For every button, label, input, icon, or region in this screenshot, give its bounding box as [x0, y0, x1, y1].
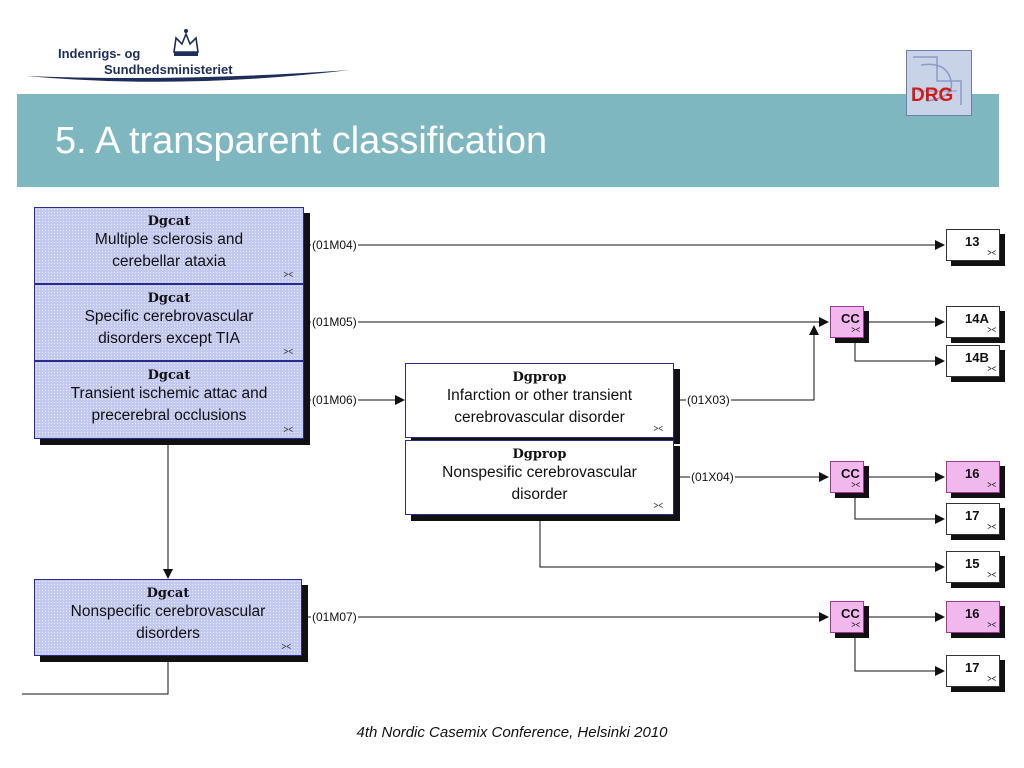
dgcat-text-line1: Transient ischemic attac and	[70, 385, 268, 402]
drg-logo: DRG	[906, 50, 972, 116]
ministry-logo: Indenrigs- og Sundhedsministeriet	[22, 24, 352, 88]
dgcat-header: Dgcat	[146, 586, 190, 601]
dgprop-text-line1: Nonspesific cerebrovascular	[442, 464, 637, 481]
edge-label-01m06: (01M06)	[311, 393, 358, 407]
edge-label-01x04: (01X04)	[690, 470, 735, 484]
node-link-icon: ⪥	[281, 640, 291, 652]
ministry-swoosh-icon	[26, 29, 350, 82]
outcome-label: 17	[965, 508, 980, 523]
dgprop-text-line2: disorder	[511, 486, 568, 503]
crown-icon	[173, 29, 199, 56]
dgcat-text-line1: Nonspecific cerebrovascular	[70, 603, 266, 620]
dgprop-text-line2: cerebrovascular disorder	[454, 409, 625, 426]
outcome-14b: 14B ⪥	[946, 345, 1000, 377]
outcome-15: 15 ⪥	[946, 551, 1000, 583]
title-bar: 5. A transparent classification	[17, 94, 999, 187]
node-link-icon: ⪥	[987, 521, 996, 532]
node-link-icon: ⪥	[283, 268, 293, 280]
dgprop-text-line1: Infarction or other transient	[446, 387, 633, 404]
node-link-icon: ⪥	[987, 479, 996, 490]
edge-label-01m07: (01M07)	[311, 610, 358, 624]
outcome-label: 16	[965, 466, 980, 481]
node-link-icon: ⪥	[987, 324, 996, 335]
outcome-label: 14B	[965, 350, 989, 365]
footer-caption: 4th Nordic Casemix Conference, Helsinki …	[356, 724, 668, 741]
node-link-icon: ⪥	[987, 569, 996, 580]
outcome-label: 16	[965, 606, 980, 621]
dgcat-text-line2: precerebral occlusions	[91, 407, 247, 424]
cc-node-2: CC ⪥	[830, 461, 864, 493]
dgcat-box-transient-ischemic: Dgcat Transient ischemic attac and prece…	[34, 361, 304, 439]
dgcat-header: Dgcat	[147, 214, 191, 229]
node-link-icon: ⪥	[851, 324, 860, 335]
dgcat-text-line1: Specific cerebrovascular	[84, 308, 254, 325]
cc-label: CC	[841, 311, 860, 326]
outcome-label: 17	[965, 660, 980, 675]
dgcat-box-multiple-sclerosis: Dgcat Multiple sclerosis and cerebellar …	[34, 207, 304, 284]
outcome-14a: 14A ⪥	[946, 306, 1000, 338]
node-link-icon: ⪥	[653, 499, 663, 511]
logo-text-line1: Indenrigs- og	[58, 46, 141, 61]
outcome-label: 14A	[965, 311, 989, 326]
dgcat-text-line1: Multiple sclerosis and	[94, 231, 244, 248]
outcome-label: 13	[965, 234, 980, 249]
slide-title: 5. A transparent classification	[55, 120, 548, 162]
dgcat-text-line2: cerebellar ataxia	[112, 253, 226, 270]
outcome-label: 15	[965, 556, 980, 571]
dgprop-header: Dgprop	[512, 370, 567, 385]
logo-text-line2: Sundhedsministeriet	[104, 62, 233, 77]
edge-label-01x03: (01X03)	[686, 393, 731, 407]
dgcat-header: Dgcat	[147, 291, 191, 306]
outcome-17-b: 17 ⪥	[946, 655, 1000, 687]
outcome-17-a: 17 ⪥	[946, 503, 1000, 535]
dgcat-header: Dgcat	[147, 368, 191, 383]
dgprop-header: Dgprop	[512, 447, 567, 462]
outcome-16-b: 16 ⪥	[946, 601, 1000, 633]
dgcat-box-nonspecific-cerebrovascular: Dgcat Nonspecific cerebrovascular disord…	[34, 579, 302, 656]
outcome-13: 13 ⪥	[946, 229, 1000, 261]
node-link-icon: ⪥	[987, 619, 996, 630]
cc-label: CC	[841, 606, 860, 621]
node-link-icon: ⪥	[987, 673, 996, 684]
outcome-16-a: 16 ⪥	[946, 461, 1000, 493]
dgcat-text-line2: disorders	[136, 625, 200, 642]
node-link-icon: ⪥	[851, 619, 860, 630]
dgcat-text-line2: disorders except TIA	[98, 330, 240, 347]
dgprop-box-infarction: Dgprop Infarction or other transient cer…	[405, 363, 674, 438]
node-link-icon: ⪥	[851, 479, 860, 490]
node-link-icon: ⪥	[283, 345, 293, 357]
node-link-icon: ⪥	[653, 422, 663, 434]
cc-node-3: CC ⪥	[830, 601, 864, 633]
drg-logo-text: DRG	[911, 85, 954, 106]
dgcat-box-specific-cerebrovascular: Dgcat Specific cerebrovascular disorders…	[34, 284, 304, 361]
edge-label-01m04: (01M04)	[311, 238, 358, 252]
cc-node-1: CC ⪥	[830, 306, 864, 338]
node-link-icon: ⪥	[987, 363, 996, 374]
edge-label-01m05: (01M05)	[311, 315, 358, 329]
cc-label: CC	[841, 466, 860, 481]
dgprop-box-nonspesific: Dgprop Nonspesific cerebrovascular disor…	[405, 440, 674, 515]
node-link-icon: ⪥	[283, 423, 293, 435]
node-link-icon: ⪥	[987, 247, 996, 258]
drg-pattern-icon	[913, 56, 962, 105]
